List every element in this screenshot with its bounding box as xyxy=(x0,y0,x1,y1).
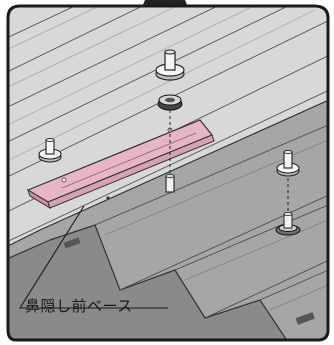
callout-leader-line xyxy=(19,205,168,309)
base-plate xyxy=(26,119,215,210)
plate-hole-lower xyxy=(106,196,110,200)
plate-hole-left xyxy=(61,177,67,183)
washer-bolt-left-icon xyxy=(38,137,62,163)
frame-border xyxy=(6,4,330,342)
lower-roof-corrugation xyxy=(8,224,292,340)
washer-bolt-right-icon xyxy=(276,149,300,177)
stud-center xyxy=(165,173,175,193)
washer-bolt-icon xyxy=(155,49,185,81)
part-callout-label: 鼻隠し前ベース xyxy=(25,297,133,315)
edge-clip-right xyxy=(295,312,315,325)
roof-stud-right xyxy=(275,211,301,236)
hex-nut-icon xyxy=(157,94,183,111)
edge-clip-left xyxy=(63,237,81,249)
